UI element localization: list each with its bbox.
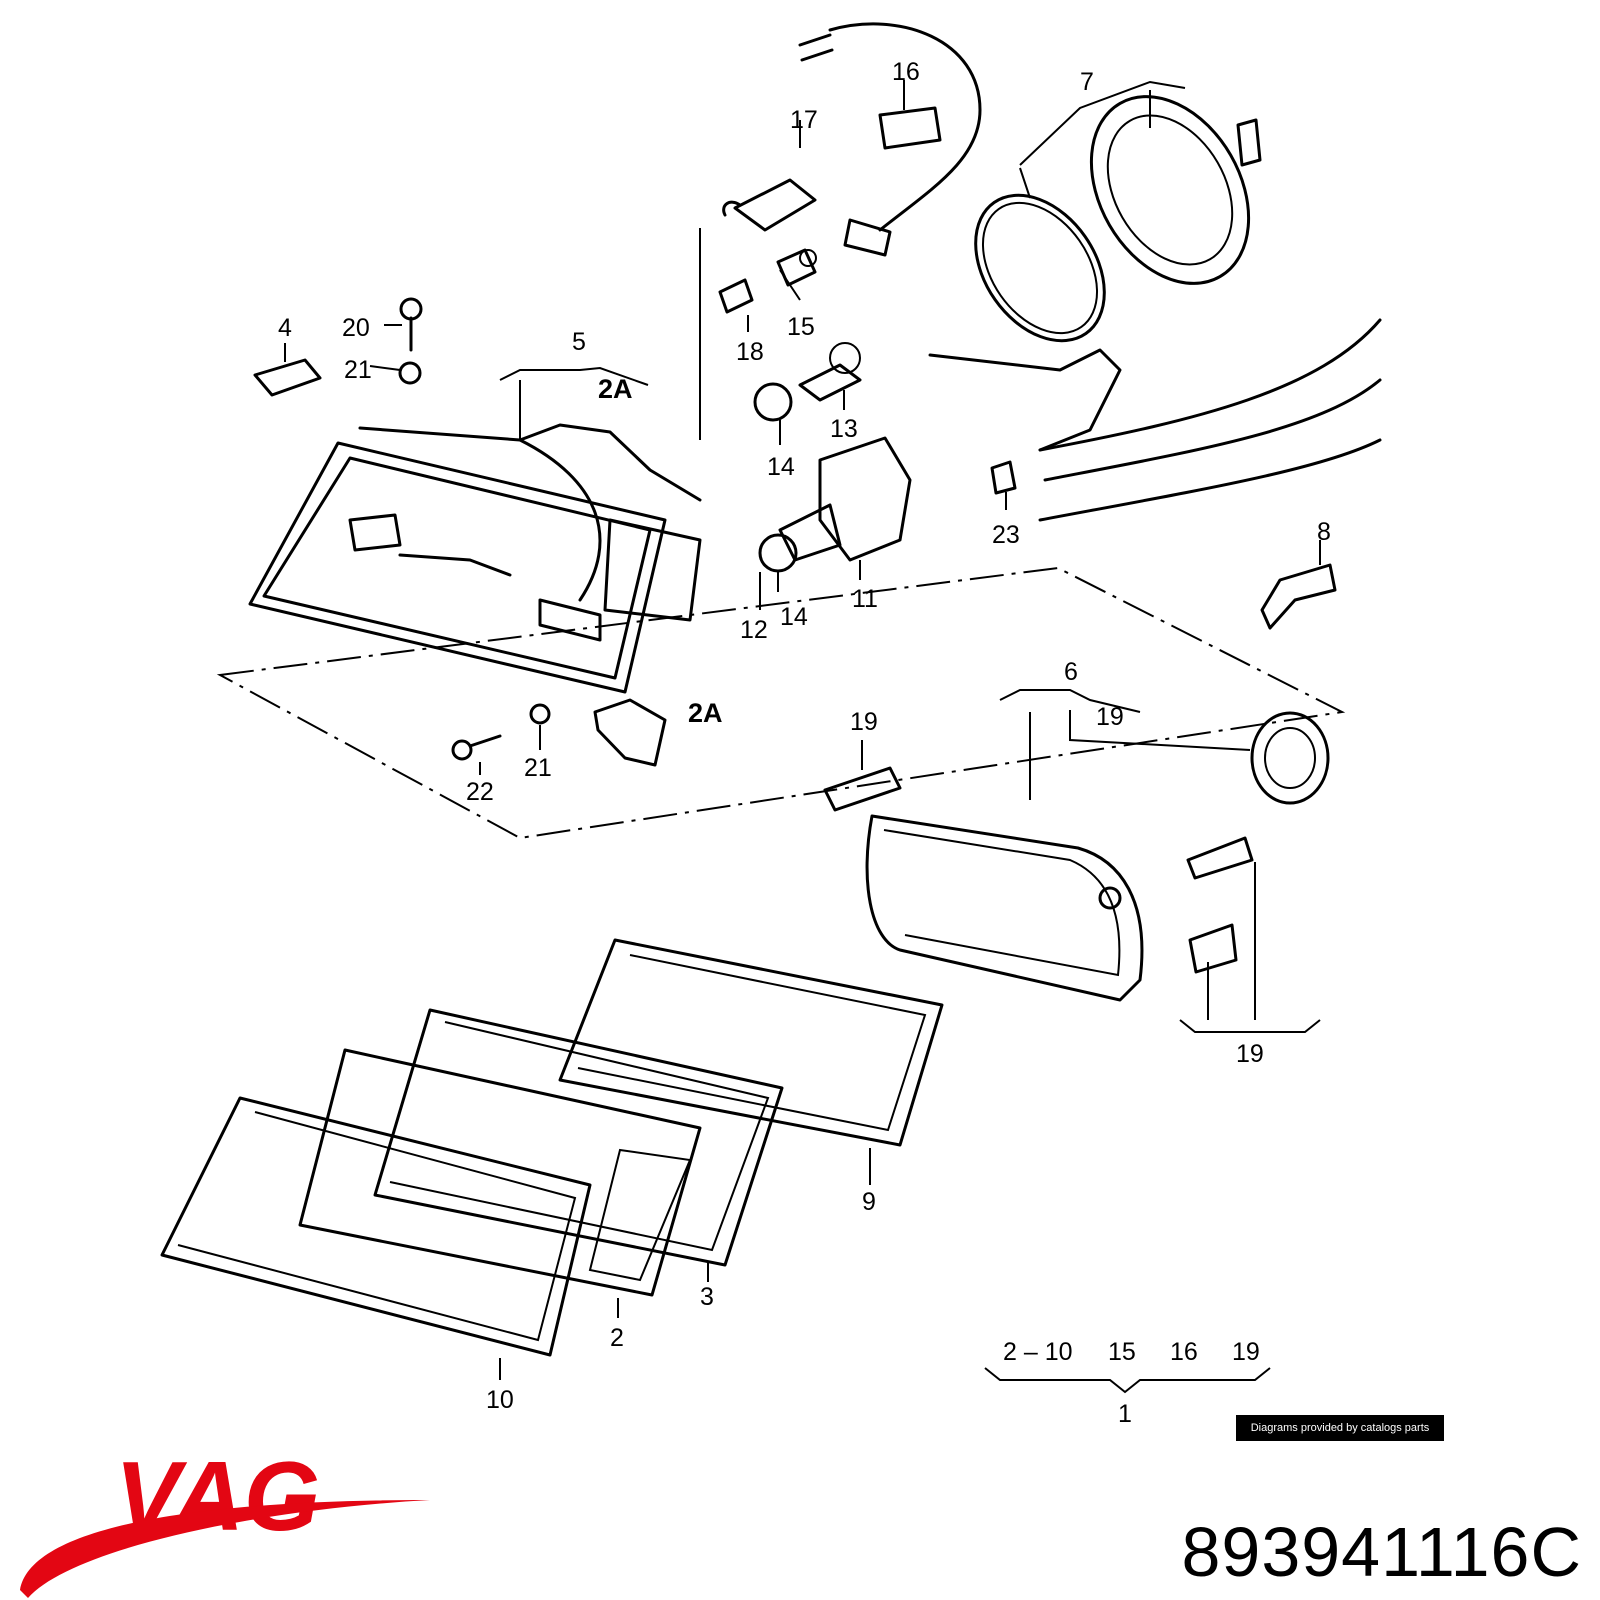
callout-23: 23 <box>992 521 1020 549</box>
callout-6: 6 <box>1064 658 1078 686</box>
seal-ring-7 <box>974 193 1106 343</box>
headlight-housing <box>248 423 702 694</box>
callout-10: 10 <box>486 1386 514 1414</box>
callout-21-lower: 21 <box>524 754 552 782</box>
assembly-boundary <box>216 566 1346 840</box>
part-number: 893941116C <box>1181 1513 1582 1591</box>
frame-9 <box>558 938 944 1147</box>
callout-18: 18 <box>736 338 764 366</box>
group-item-16: 16 <box>1170 1338 1198 1366</box>
clip-2a-lower <box>593 698 667 767</box>
bulb-15 <box>776 248 817 287</box>
callout-19-top: 19 <box>1096 703 1124 731</box>
callout-22: 22 <box>466 778 494 806</box>
callout-16: 16 <box>892 58 920 86</box>
washer-21-upper <box>398 361 422 385</box>
washer-14-upper <box>753 382 793 422</box>
adjuster-11 <box>778 436 912 562</box>
callout-20: 20 <box>342 314 370 342</box>
screw-22 <box>451 734 502 761</box>
clip-19-lower <box>1186 836 1254 880</box>
leader-lines <box>284 80 1321 1394</box>
adjuster-13 <box>798 342 862 402</box>
group-item-2-10: 2 – 10 <box>1003 1338 1073 1366</box>
callout-17: 17 <box>790 106 818 134</box>
vag-logo-swoosh <box>20 1500 430 1598</box>
group-label-1: 1 <box>1118 1400 1132 1428</box>
callout-3: 3 <box>700 1283 714 1311</box>
callout-19-bottom: 19 <box>1236 1040 1264 1068</box>
vag-logo: VAG <box>20 1450 430 1598</box>
group-item-19: 19 <box>1232 1338 1260 1366</box>
callout-4: 4 <box>278 314 292 342</box>
callout-7: 7 <box>1080 68 1094 96</box>
callout-2a-upper: 2A <box>598 374 633 404</box>
callout-8: 8 <box>1317 518 1331 546</box>
callout-11: 11 <box>852 585 878 613</box>
diagram-credit-badge: Diagrams provided by catalogs parts <box>1236 1415 1444 1441</box>
callout-14-upper: 14 <box>767 453 795 481</box>
callout-9: 9 <box>862 1188 876 1216</box>
bulb-17 <box>699 178 817 440</box>
seal-3 <box>373 1008 784 1267</box>
callout-12: 12 <box>740 616 768 644</box>
reflector-6 <box>865 814 1144 1002</box>
group-item-15: 15 <box>1108 1338 1136 1366</box>
cover-cap-7 <box>1089 95 1262 285</box>
callout-2a-lower: 2A <box>688 698 723 728</box>
clip-23 <box>990 460 1017 495</box>
callout-19-left: 19 <box>850 708 878 736</box>
bracket-8 <box>1260 563 1337 630</box>
fender-outline <box>928 318 1382 522</box>
callout-13: 13 <box>830 415 858 443</box>
trim-frame-10 <box>160 1096 592 1357</box>
clip-19-left <box>823 766 902 812</box>
callout-14-lower: 14 <box>780 603 808 631</box>
screw-20 <box>399 297 423 352</box>
callout-15: 15 <box>787 313 815 341</box>
callout-21-upper: 21 <box>344 356 372 384</box>
lens-2 <box>298 1048 702 1297</box>
callout-2: 2 <box>610 1324 624 1352</box>
connector-16 <box>798 22 982 257</box>
clip-4 <box>253 358 322 397</box>
callout-labels: 4 20 21 5 2A 17 16 7 15 18 13 14 23 8 11… <box>278 58 1331 1428</box>
bulb-holder-18 <box>718 278 754 314</box>
callout-5: 5 <box>572 328 586 356</box>
washer-21-lower <box>529 703 551 725</box>
washer-14-lower <box>758 533 798 573</box>
clip-19-right <box>1250 711 1330 805</box>
clip-19-bracket <box>1188 923 1238 974</box>
